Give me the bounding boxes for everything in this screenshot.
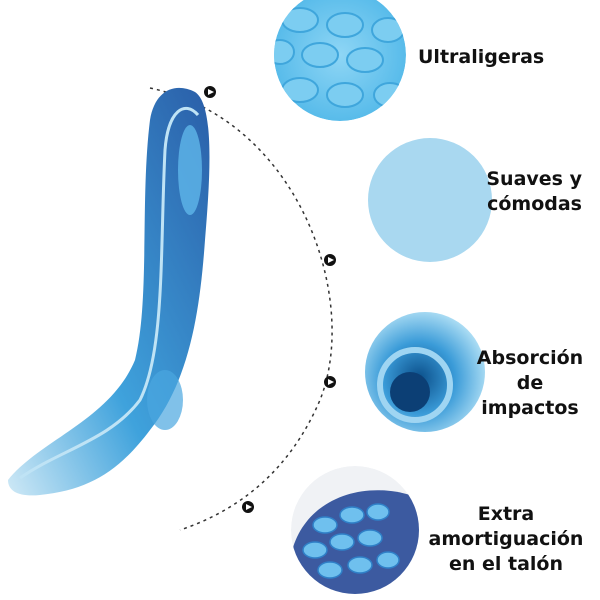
label-line: Absorción [476,347,584,369]
insole-image [8,87,210,496]
label-line: Ultraligeras [418,46,545,68]
impact-absorption-image [365,312,485,432]
label-line: amortiguación [428,528,584,550]
arrow-marker-icon [204,86,336,513]
feature-label-absorcion: Absorción de impactos [468,346,592,421]
feature-label-ultraligeras: Ultraligeras [418,45,544,70]
soft-fabric-image [368,138,492,262]
lightweight-texture-image [274,0,406,121]
label-line: cómodas [487,193,582,215]
label-line: en el talón [448,553,564,575]
label-line: Extra [477,503,535,525]
label-line: impactos [481,397,579,419]
label-line: de [516,372,544,394]
heel-cushion-image [291,466,419,594]
feature-label-suaves: Suaves y cómodas [470,167,582,217]
label-line: Suaves y [486,168,582,190]
feature-label-extra: Extra amortiguación en el talón [418,502,594,577]
dashed-arc [149,87,333,531]
